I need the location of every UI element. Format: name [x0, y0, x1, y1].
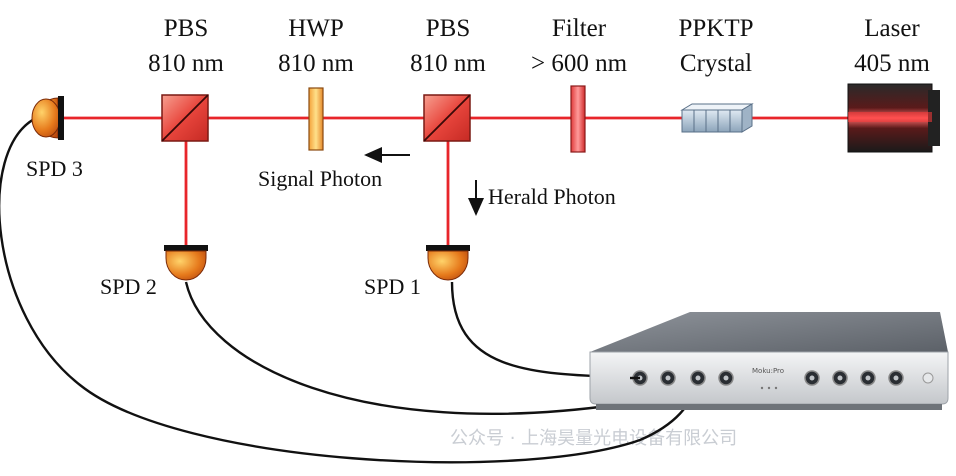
moku-pro-device: Moku:Pro: [589, 312, 949, 410]
spd2-detector: [164, 245, 208, 281]
device-brand-label: Moku:Pro: [752, 367, 784, 375]
pbs-right-spec: 810 nm: [410, 50, 486, 77]
hwp-label: HWP: [288, 15, 344, 42]
spd1-dome: [427, 250, 469, 281]
filter-spec: > 600 nm: [531, 50, 628, 77]
filter-plate: [570, 85, 586, 153]
pbs-left-spec: 810 nm: [148, 50, 224, 77]
watermark-text: 公众号 · 上海昊量光电设备有限公司: [450, 428, 737, 449]
pbs-left-cube: [161, 94, 209, 142]
spd3-label: SPD 3: [26, 156, 83, 181]
spd1-detector: [426, 245, 470, 281]
device-top: [590, 312, 948, 352]
laser-source: [847, 83, 940, 153]
spd2-label: SPD 2: [100, 274, 157, 299]
laser-spec: 405 nm: [854, 50, 930, 77]
signal-photon-label: Signal Photon: [258, 166, 382, 191]
crystal-label: PPKTP: [678, 15, 753, 42]
crystal-spec: Crystal: [680, 50, 752, 77]
spd1-label: SPD 1: [364, 274, 421, 299]
ppktp-crystal: [680, 103, 754, 133]
pbs-left-label: PBS: [164, 15, 208, 42]
spd2-plate: [164, 245, 208, 251]
pbs-right-label: PBS: [426, 15, 470, 42]
cable-spd3: [0, 116, 700, 464]
spd3-plate: [58, 96, 64, 140]
laser-label: Laser: [864, 15, 920, 42]
spd1-plate: [426, 245, 470, 251]
spd2-dome: [165, 250, 207, 281]
hwp-spec: 810 nm: [278, 50, 354, 77]
herald-photon-label: Herald Photon: [488, 184, 616, 209]
hwp-plate: [308, 87, 324, 151]
pbs-right-cube: [423, 94, 471, 142]
filter-label: Filter: [552, 15, 607, 42]
power-button: [922, 372, 934, 384]
spd3-detector: [31, 96, 64, 140]
